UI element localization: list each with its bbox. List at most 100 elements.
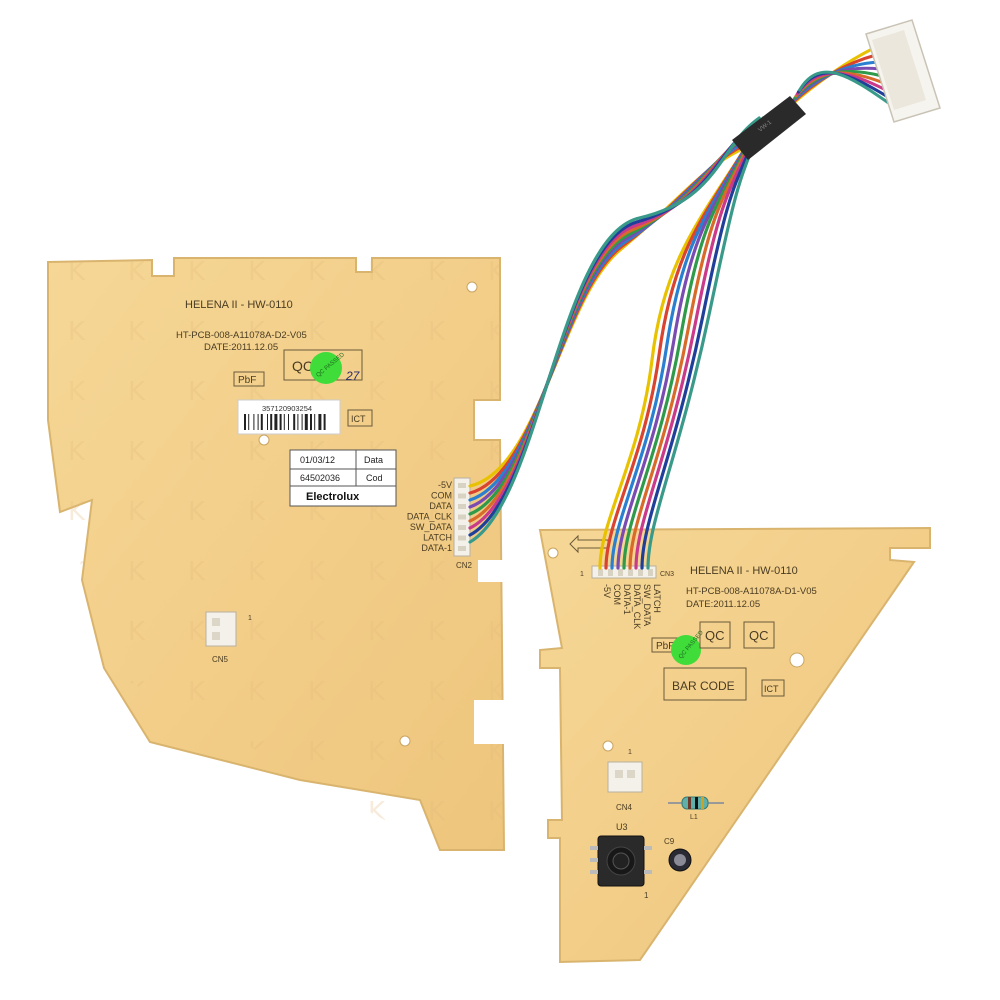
left-ict-text: ICT bbox=[351, 414, 366, 424]
heatshrink-sleeve: VW-1 bbox=[732, 96, 806, 160]
cn2-pin-label: DATA_CLK bbox=[407, 512, 452, 522]
cn3-label: CN3 bbox=[660, 571, 674, 578]
cn2-connector bbox=[453, 477, 471, 557]
barcode-bar bbox=[279, 414, 282, 430]
qc-passed-sticker bbox=[310, 352, 342, 384]
mounting-hole bbox=[258, 434, 270, 446]
right-qc1-text: QC bbox=[705, 628, 725, 643]
mounting-hole bbox=[466, 281, 478, 293]
wire bbox=[640, 120, 763, 570]
left-pbf-box bbox=[233, 371, 265, 387]
cn3-pin-label: -5V bbox=[602, 584, 612, 598]
cn5-pin-label: 1 bbox=[248, 615, 252, 622]
barcode-bar bbox=[301, 414, 303, 430]
mounting-hole bbox=[602, 740, 614, 752]
capacitor-c9 bbox=[668, 848, 692, 872]
c9-label: C9 bbox=[664, 837, 675, 846]
barcode-bar bbox=[288, 414, 289, 430]
cn2-pin bbox=[458, 493, 466, 499]
barcode-bar bbox=[257, 414, 259, 430]
barcode-bar bbox=[248, 414, 250, 430]
cn5-connector bbox=[205, 611, 237, 647]
qc-passed-sticker-right bbox=[671, 635, 701, 665]
wire bbox=[622, 132, 756, 570]
right-qc1-box bbox=[699, 621, 731, 649]
wire bbox=[616, 136, 753, 570]
u3-pin-label: 1 bbox=[644, 891, 649, 900]
barcode-bar bbox=[253, 414, 255, 430]
wire bbox=[798, 70, 892, 106]
cn3-pin bbox=[608, 569, 613, 576]
barcode-bar bbox=[274, 414, 278, 430]
barcode-bar bbox=[267, 414, 268, 430]
qc-handwritten-mark: 27 bbox=[345, 369, 361, 383]
cn2-pin bbox=[458, 546, 466, 551]
right-model-text: HELENA II - HW-0110 bbox=[690, 565, 798, 577]
cn2-pin-label: LATCH bbox=[423, 533, 452, 543]
cn4-pin-label: 1 bbox=[628, 749, 632, 756]
cn2-pin bbox=[458, 483, 466, 488]
right-partnumber-text: HT-PCB-008-A11078A-D1-V05 bbox=[686, 586, 817, 597]
cn4-label: CN4 bbox=[616, 803, 633, 812]
mounting-hole bbox=[547, 547, 559, 559]
barcode-bar bbox=[297, 414, 299, 430]
info-code-value: 64502036 bbox=[300, 473, 340, 483]
info-date-header: Data bbox=[364, 455, 383, 465]
cn3-pin bbox=[648, 569, 653, 576]
cn3-pin-label: DATA-1 bbox=[622, 584, 632, 615]
wire bbox=[646, 116, 765, 570]
wire bbox=[634, 124, 760, 570]
barcode-box-text: BAR CODE bbox=[672, 679, 735, 693]
barcode-bar bbox=[318, 414, 322, 430]
info-code-header: Cod bbox=[366, 473, 383, 483]
cn3-pin-label: COM bbox=[612, 584, 622, 605]
cn3-pin-label: DATA_CLK bbox=[632, 584, 642, 629]
left-qc-text: QC bbox=[292, 358, 313, 374]
cn3-pin bbox=[638, 569, 643, 576]
info-date-value: 01/03/12 bbox=[300, 455, 335, 465]
barcode-bar bbox=[270, 414, 273, 430]
wire-harness bbox=[468, 46, 892, 570]
cn2-pin-label: COM bbox=[431, 491, 452, 501]
mounting-hole bbox=[399, 735, 411, 747]
barcode-number: 357120903254 bbox=[262, 404, 312, 413]
barcode-bar bbox=[304, 414, 308, 430]
left-board: HELENA II - HW-0110 HT-PCB-008-A11078A-D… bbox=[47, 257, 506, 851]
cn2-pin-label: SW_DATA bbox=[410, 522, 452, 532]
cn3-pin1-label: 1 bbox=[580, 571, 584, 578]
cn3-pin bbox=[598, 569, 603, 576]
l1-label: L1 bbox=[690, 814, 698, 821]
cn2-pin bbox=[458, 525, 466, 530]
barcode-box bbox=[663, 667, 747, 701]
cn2-pin-label: DATA bbox=[429, 501, 452, 511]
harness-plug bbox=[865, 19, 941, 123]
wire bbox=[610, 140, 751, 570]
rotary-encoder-u3 bbox=[590, 835, 652, 887]
barcode-bar bbox=[323, 414, 326, 430]
wire bbox=[468, 140, 747, 502]
info-brand: Electrolux bbox=[306, 491, 360, 503]
cn3-pin bbox=[618, 569, 623, 576]
barcode-bar bbox=[260, 414, 263, 430]
wire bbox=[468, 148, 742, 488]
barcode-bar bbox=[310, 414, 312, 430]
barcode-bar bbox=[314, 414, 316, 430]
right-qc2-box bbox=[743, 621, 775, 649]
inductor-l1 bbox=[668, 796, 724, 810]
right-pbf-text: PbF bbox=[656, 641, 674, 652]
barcode-bar bbox=[293, 414, 296, 430]
right-ict-text: ICT bbox=[764, 684, 779, 694]
mounting-hole bbox=[789, 652, 805, 668]
cn2-pin-label: -5V bbox=[438, 480, 452, 490]
cn3-connector bbox=[591, 565, 657, 579]
left-pbf-text: PbF bbox=[238, 375, 256, 386]
cn2-pin bbox=[458, 504, 466, 509]
cn2-pin-label: DATA-1 bbox=[421, 543, 452, 553]
info-label: 01/03/12 Data 64502036 Cod Electrolux bbox=[289, 449, 397, 507]
u3-label: U3 bbox=[616, 822, 628, 832]
barcode-bar bbox=[283, 414, 285, 430]
cn3-pin-label: SW_DATA bbox=[642, 584, 652, 626]
wire bbox=[468, 116, 761, 544]
cn2-pin bbox=[458, 535, 466, 541]
